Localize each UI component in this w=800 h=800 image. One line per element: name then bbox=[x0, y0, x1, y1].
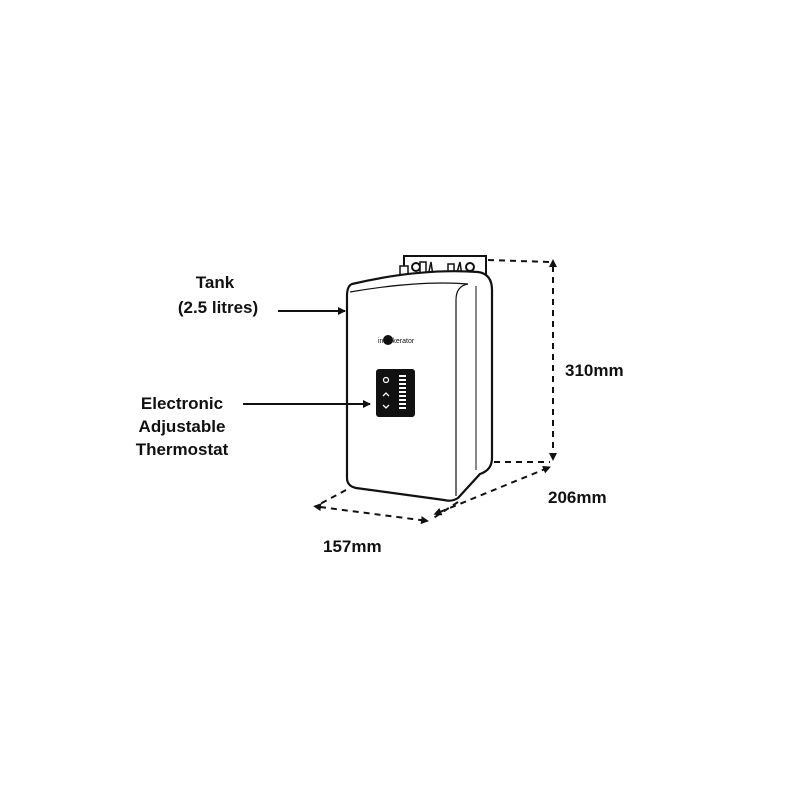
power-icon bbox=[382, 376, 390, 384]
thermostat-label-line1: Electronic bbox=[140, 394, 224, 413]
tank-capacity-label: (2.5 litres) bbox=[177, 298, 259, 317]
width-dimension-label: 157mm bbox=[323, 537, 382, 556]
tank-label: Tank bbox=[195, 273, 235, 292]
height-dimension-label: 310mm bbox=[565, 361, 624, 380]
callout-arrows bbox=[243, 307, 371, 408]
brand-logo: insinkerator bbox=[378, 335, 415, 345]
svg-text:insinkerator: insinkerator bbox=[378, 338, 415, 345]
width-dimension-line bbox=[313, 503, 429, 525]
tank-body bbox=[345, 270, 494, 502]
temperature-level-bar bbox=[399, 375, 406, 409]
thermostat-label-line2: Adjustable bbox=[138, 417, 226, 436]
dimension-lines bbox=[313, 259, 557, 525]
depth-dimension-label: 206mm bbox=[548, 488, 607, 507]
down-chevron-icon bbox=[382, 404, 390, 409]
thermostat-control-panel bbox=[376, 369, 415, 417]
thermostat-label-line3: Thermostat bbox=[135, 440, 229, 459]
depth-dimension-line bbox=[433, 465, 551, 516]
up-chevron-icon bbox=[382, 392, 390, 397]
